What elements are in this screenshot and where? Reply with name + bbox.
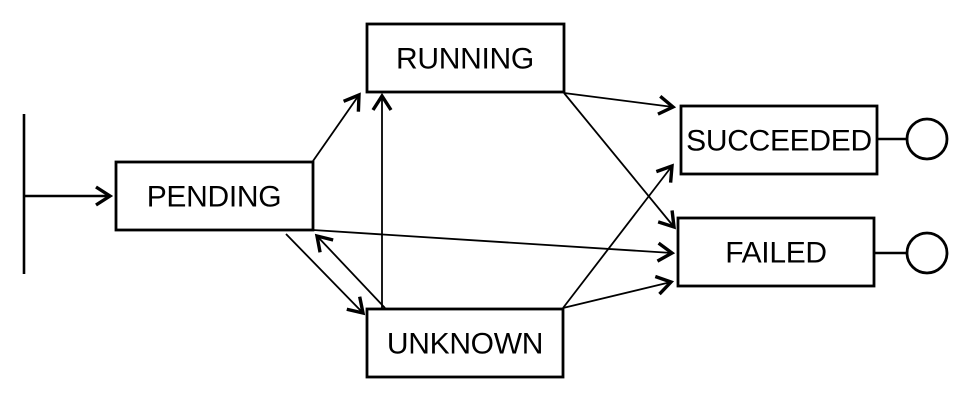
state-box-succeeded	[679, 104, 879, 176]
state-unknown: UNKNOWN	[365, 307, 565, 379]
transition-pending-running	[312, 92, 361, 162]
state-box-pending	[114, 160, 315, 232]
state-box-running	[365, 22, 566, 94]
state-label-pending: PENDING	[147, 181, 282, 214]
transition-unknown-succeeded	[562, 163, 674, 309]
state-box-unknown	[365, 307, 565, 379]
state-box-failed	[676, 216, 876, 288]
state-running: RUNNING	[365, 22, 566, 94]
failed-end-circle	[905, 231, 949, 275]
state-label-failed: FAILED	[725, 237, 827, 270]
transition-pending-unknown	[285, 233, 366, 316]
state-label-succeeded: SUCCEEDED	[686, 125, 872, 158]
transition-unknown-pending	[314, 233, 386, 309]
transition-pending-failed	[312, 229, 676, 263]
state-label-running: RUNNING	[396, 43, 534, 76]
state-failed: FAILED	[676, 216, 876, 288]
succeeded-end-circle	[905, 117, 949, 161]
transition-running-failed	[563, 92, 676, 230]
state-succeeded: SUCCEEDED	[679, 104, 879, 176]
state-label-unknown: UNKNOWN	[387, 328, 543, 361]
transition-unknown-failed	[562, 274, 675, 309]
transition-running-succeeded	[563, 92, 677, 116]
state-pending: PENDING	[114, 160, 315, 232]
